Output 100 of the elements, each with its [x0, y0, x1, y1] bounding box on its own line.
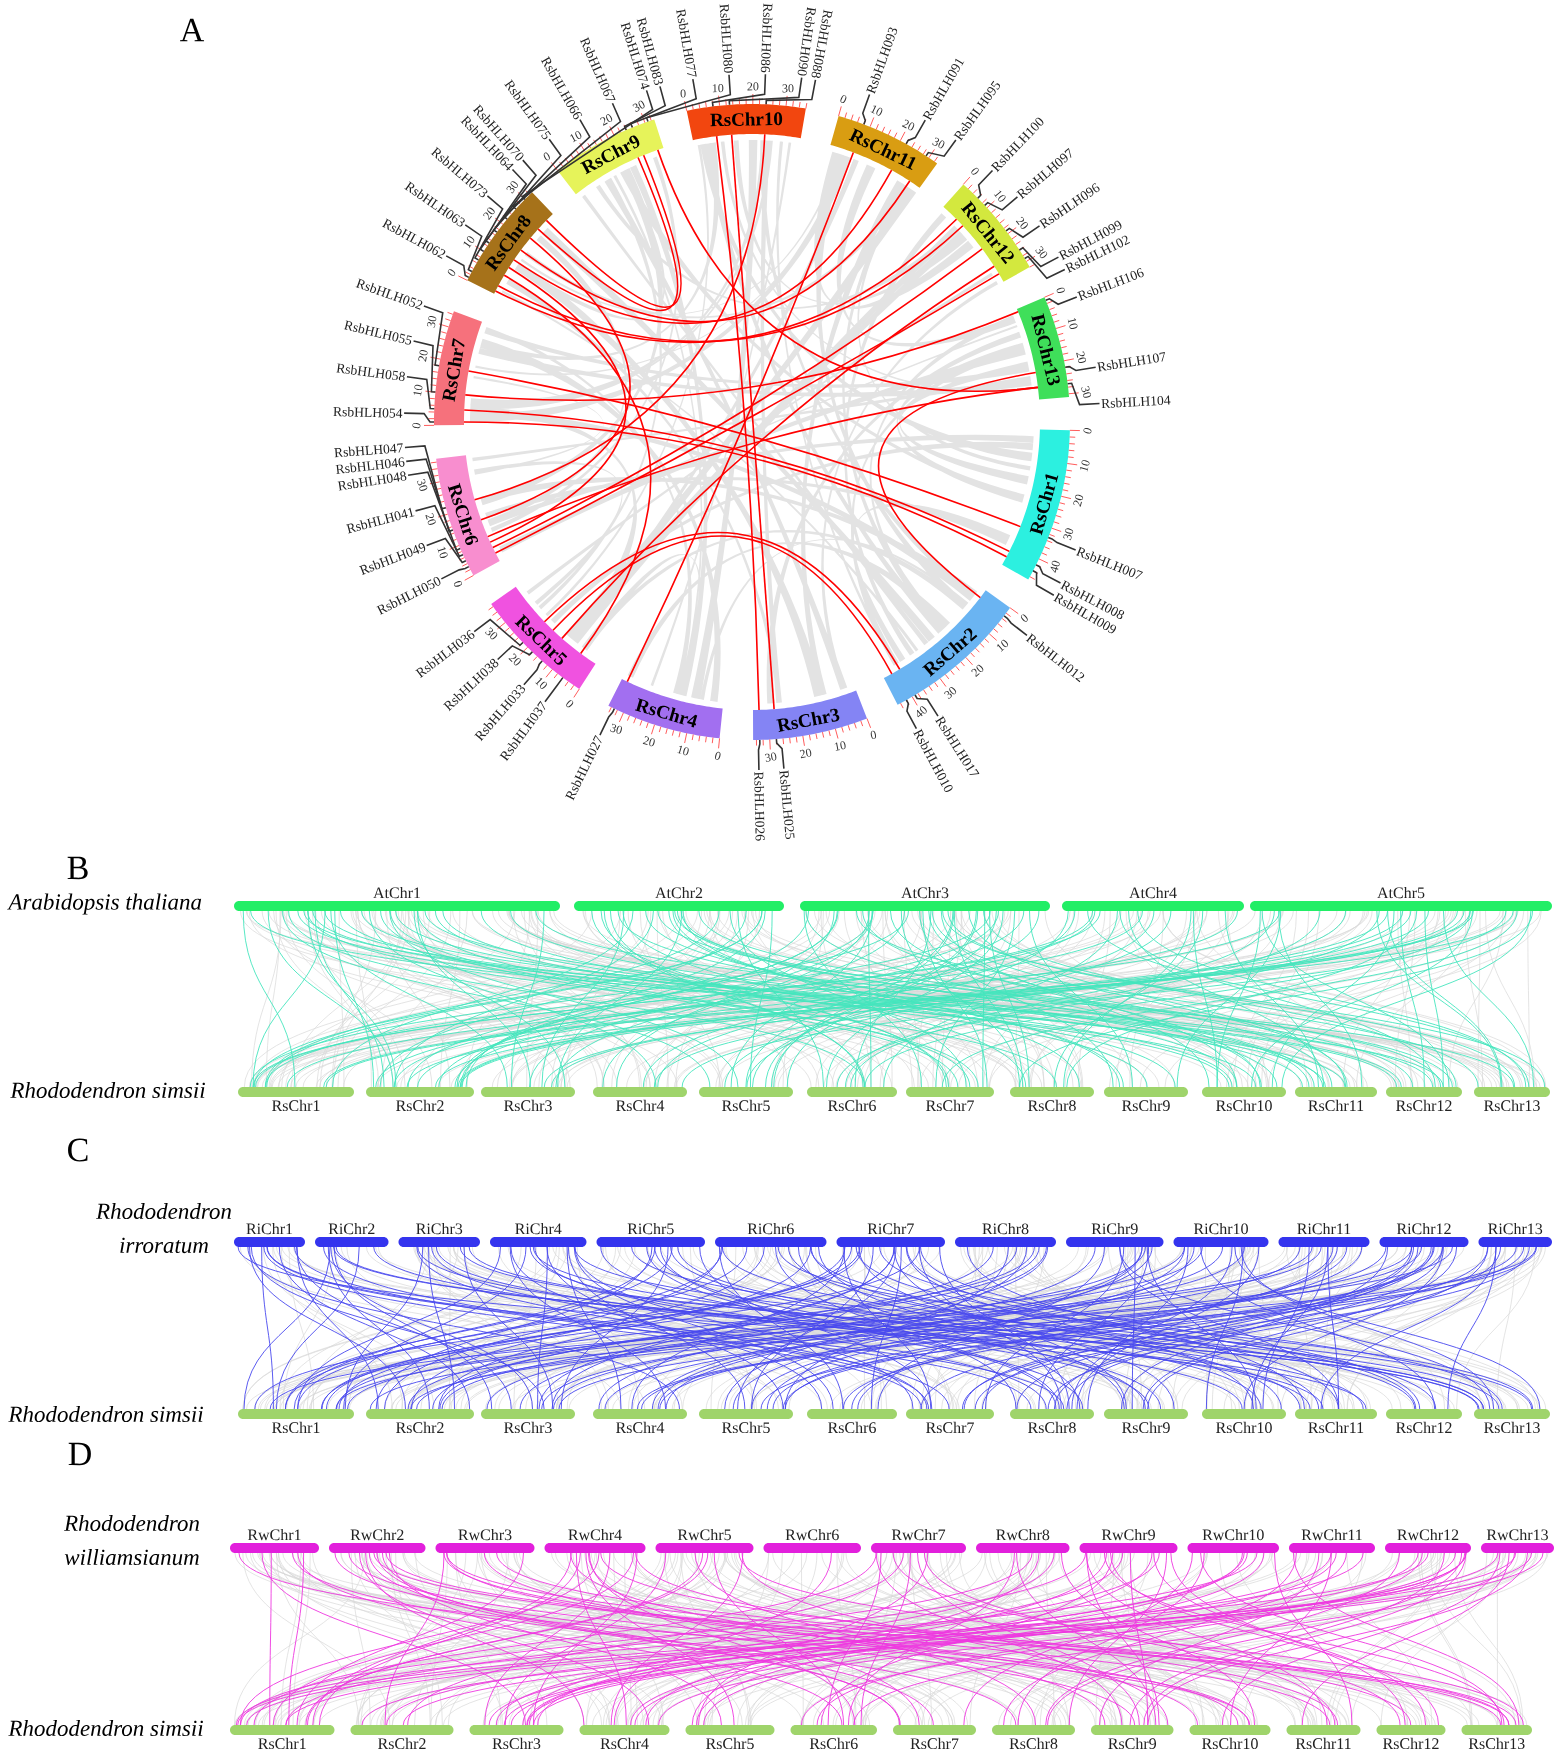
- chromosome-bar: RiChr4: [490, 1222, 587, 1247]
- chromosome-bar: RiChr6: [715, 1222, 827, 1247]
- node-label: RwChr2: [350, 1528, 404, 1541]
- panel-letter: C: [68, 1138, 88, 1162]
- node-label: RsChr12: [1396, 1099, 1452, 1112]
- node-label: RiChr13: [1488, 1222, 1543, 1235]
- leader-line: [1035, 564, 1062, 584]
- chromosome-bar: RsChr4: [593, 1409, 687, 1434]
- duplication-link: [464, 311, 1019, 401]
- node-label: RsChr3: [492, 1737, 541, 1750]
- chromosome-band: RsChr10: [686, 104, 806, 141]
- node-label: RsChr1: [258, 1737, 306, 1750]
- chromosome-bar: RsChr2: [366, 1409, 474, 1434]
- node-label: AtChr4: [1129, 886, 1177, 899]
- node-label: RwChr11: [1301, 1528, 1362, 1541]
- duplication-link: [467, 370, 1022, 528]
- chromosome-band: RsChr3: [753, 690, 867, 740]
- chromosome-bar: RiChr8: [955, 1222, 1056, 1247]
- node-label: RwChr6: [785, 1528, 839, 1541]
- node-label: RiChr4: [515, 1222, 562, 1235]
- node-label: RsChr1: [272, 1099, 320, 1112]
- leader-line: [925, 139, 957, 158]
- chromosome-bar: RsChr7: [893, 1725, 976, 1750]
- chromosome-bar: RwChr2: [329, 1528, 426, 1553]
- node-label: RsChr5: [722, 1099, 770, 1112]
- node-label: RsChr9: [1122, 1421, 1170, 1434]
- species-name: Rhododendron irroratum: [95, 1202, 231, 1254]
- node-label: RsChr12: [1383, 1737, 1439, 1750]
- node-label: RwChr8: [996, 1528, 1050, 1541]
- node-label: RsChr6: [809, 1737, 858, 1750]
- chromosome-bar: AtChr5: [1250, 886, 1552, 911]
- chromosome-bar: RsChr7: [906, 1087, 994, 1112]
- leader-line: [405, 458, 454, 533]
- chromosome-bar: RsChr5: [699, 1087, 793, 1112]
- leader-line: [406, 376, 436, 410]
- node-label: RwChr3: [458, 1528, 512, 1541]
- duplication-link: [473, 133, 766, 501]
- node-label: RsChr4: [600, 1737, 649, 1750]
- leader-line: [425, 537, 467, 564]
- chromosome-bar: RsChr1: [238, 1409, 354, 1434]
- chromosome-bar: RwChr11: [1289, 1528, 1375, 1553]
- node-label: RiChr2: [328, 1222, 375, 1235]
- chromosome-bar: RsChr8: [992, 1725, 1075, 1750]
- chromosome-bar: RwChr9: [1079, 1528, 1178, 1553]
- leader-line: [520, 89, 654, 201]
- duplication-link: [626, 151, 855, 683]
- leader-line: [905, 119, 927, 145]
- chromosome-bar: RsChr10: [1189, 1725, 1271, 1750]
- chromosome-bar: AtChr1: [234, 886, 560, 911]
- species-name: Rhododendron simsii: [8, 1719, 203, 1737]
- chromosome-band: RsChr7: [434, 311, 483, 426]
- leader-line: [511, 102, 622, 210]
- node-label: RwChr13: [1486, 1528, 1548, 1541]
- node-label: RiChr6: [747, 1222, 794, 1235]
- chromosome-bar: RsChr1: [230, 1725, 335, 1750]
- node-label: RsChr3: [504, 1099, 552, 1112]
- chromosome-bar: RsChr11: [1286, 1725, 1361, 1750]
- node-label: RiChr8: [982, 1222, 1029, 1235]
- leader-line: [1047, 536, 1077, 551]
- chromosome-bar: RsChr7: [906, 1409, 994, 1434]
- chromosome-bar: RwChr10: [1187, 1528, 1279, 1553]
- chromosome-bar: RsChr12: [1376, 1725, 1446, 1750]
- leader-line: [479, 168, 528, 253]
- node-label: RiChr11: [1297, 1222, 1351, 1235]
- leader-line: [629, 78, 698, 129]
- node-label: RiChr1: [246, 1222, 293, 1235]
- leader-line: [492, 138, 562, 233]
- leader-line: [1018, 246, 1060, 268]
- leader-line: [523, 660, 543, 686]
- leader-line: [775, 738, 785, 770]
- chromosome-bar: RsChr9: [1104, 1409, 1188, 1434]
- chromosome-bar: AtChr4: [1062, 886, 1244, 911]
- chromosome-bar: RsChr9: [1104, 1087, 1188, 1112]
- leader-line: [905, 699, 918, 730]
- chromosome-bar: RiChr13: [1478, 1222, 1552, 1247]
- node-label: RsChr2: [396, 1099, 444, 1112]
- node-label: RsChr7: [910, 1737, 959, 1750]
- leader-line: [407, 471, 462, 552]
- chromosome-bar: RiChr2: [315, 1222, 389, 1247]
- chromosome-bar: RsChr10: [1202, 1409, 1286, 1434]
- chromosome-bar: RsChr6: [807, 1409, 897, 1434]
- leader-line: [544, 676, 564, 703]
- node-label: RsChr13: [1484, 1099, 1540, 1112]
- node-label: RsChr2: [378, 1737, 426, 1750]
- chromosome-bar: RiChr12: [1379, 1222, 1469, 1247]
- chromosome-bar: RiChr7: [836, 1222, 945, 1247]
- duplication-link: [489, 266, 627, 543]
- node-label: RsChr2: [396, 1421, 444, 1434]
- node-label: RsChr6: [828, 1099, 876, 1112]
- species-name: Arabidopsis thaliana: [7, 893, 202, 915]
- chromosome-bar: AtChr3: [800, 886, 1050, 911]
- chromosome-bar: RsChr2: [366, 1087, 474, 1112]
- node-label: RsChr11: [1308, 1421, 1364, 1434]
- leader-line: [1023, 255, 1066, 280]
- leader-line: [623, 85, 667, 131]
- panel-letter: B: [67, 856, 88, 880]
- chromosome-bar: RwChr13: [1481, 1528, 1554, 1553]
- chromosome-bar: RiChr1: [234, 1222, 305, 1247]
- leader-line: [1003, 615, 1028, 637]
- leader-line: [1066, 382, 1101, 406]
